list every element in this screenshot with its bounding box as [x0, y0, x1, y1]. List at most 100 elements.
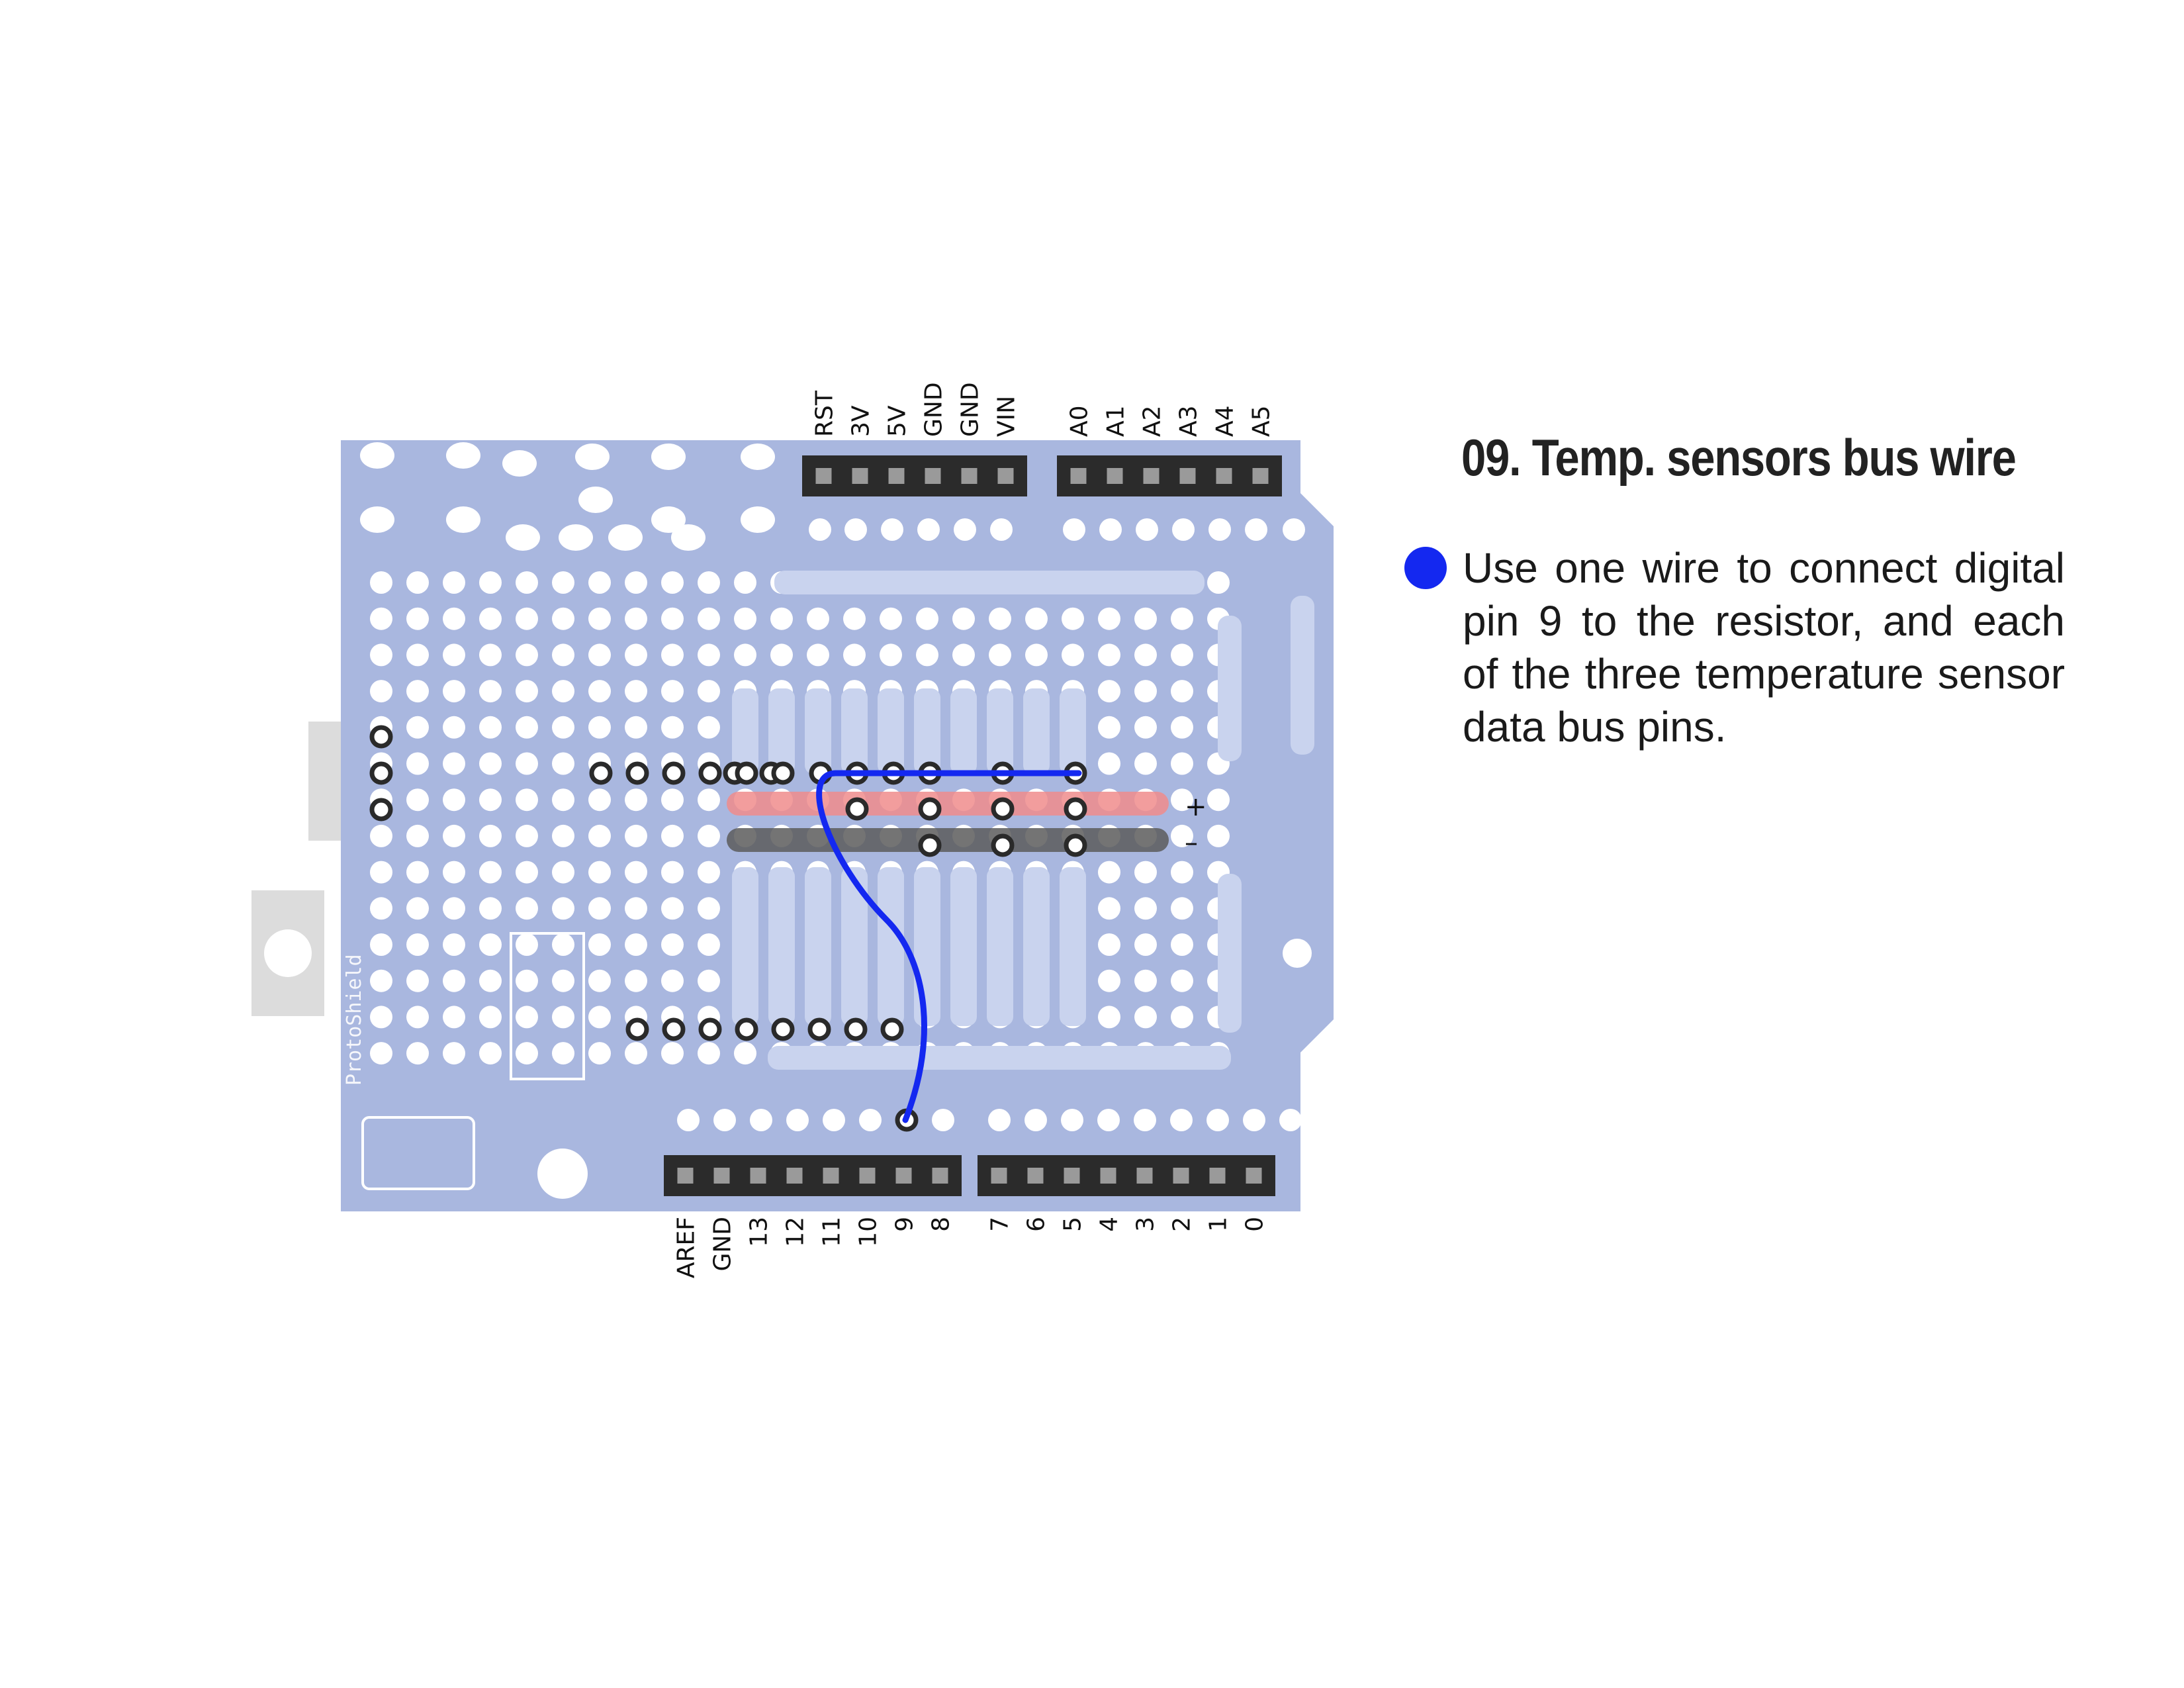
- wire-color-bullet: [1404, 547, 1447, 589]
- analog-pin-label: A4: [1212, 405, 1239, 437]
- proto-hole: [516, 861, 538, 884]
- proto-hole: [406, 1042, 429, 1065]
- strip-slot: [1218, 874, 1242, 1033]
- header-pin: [991, 1168, 1007, 1184]
- header-hole: [881, 518, 903, 541]
- power-pin-label: 3V: [848, 405, 875, 437]
- proto-hole: [698, 643, 720, 667]
- power-pin-label: RST: [811, 390, 839, 437]
- header-hole: [990, 518, 1013, 541]
- proto-hole: [625, 933, 647, 956]
- proto-hole: [625, 607, 647, 630]
- header-pin: [1027, 1168, 1044, 1184]
- proto-hole: [406, 716, 429, 739]
- header-pin: [1216, 468, 1232, 484]
- proto-hole: [1171, 969, 1193, 992]
- proto-hole: [552, 571, 574, 594]
- proto-hole: [1098, 643, 1120, 667]
- proto-hole: [370, 680, 392, 703]
- used-hole: [625, 761, 649, 785]
- proto-hole: [661, 969, 684, 992]
- digital-pin-label: 11: [819, 1217, 846, 1247]
- proto-hole: [443, 861, 465, 884]
- header-pin: [1209, 1168, 1226, 1184]
- proto-hole: [479, 897, 502, 920]
- header-hole: [1279, 1109, 1302, 1131]
- header-hole: [1283, 518, 1305, 541]
- proto-hole: [1207, 571, 1230, 594]
- mounting-hole: [537, 1149, 588, 1199]
- used-hole: [698, 1017, 722, 1041]
- used-hole: [1064, 833, 1087, 857]
- mounting-pad: [506, 524, 540, 551]
- digital-pin-label: 3: [1132, 1217, 1160, 1232]
- proto-hole: [1098, 897, 1120, 920]
- proto-hole: [370, 643, 392, 667]
- proto-hole: [843, 607, 866, 630]
- proto-hole: [479, 933, 502, 956]
- proto-hole: [625, 1042, 647, 1065]
- proto-hole: [916, 607, 938, 630]
- header-hole: [954, 518, 976, 541]
- proto-hole: [443, 680, 465, 703]
- proto-hole: [880, 643, 902, 667]
- proto-hole: [588, 933, 611, 956]
- proto-hole: [1134, 897, 1157, 920]
- pin-headers: [664, 455, 1282, 1196]
- used-hole: [771, 761, 795, 785]
- proto-hole: [1134, 752, 1157, 775]
- proto-hole: [552, 933, 574, 956]
- proto-hole: [625, 897, 647, 920]
- proto-hole: [552, 1006, 574, 1029]
- usb-connector: [308, 722, 341, 841]
- header-pin: [823, 1168, 839, 1184]
- used-hole: [918, 833, 942, 857]
- proto-hole: [1171, 861, 1193, 884]
- strip-slot: [1291, 596, 1314, 755]
- used-hole: [845, 797, 869, 821]
- digital-header-low: [978, 1155, 1275, 1196]
- header-hole: [1170, 1109, 1193, 1131]
- header-pin: [852, 468, 868, 484]
- power-pin-label: VIN: [993, 396, 1021, 437]
- digital-pin-label: 12: [782, 1217, 809, 1247]
- proto-hole: [552, 788, 574, 812]
- proto-hole: [625, 824, 647, 847]
- proto-hole: [734, 643, 756, 667]
- mounting-pad: [741, 444, 775, 470]
- header-pin: [1246, 1168, 1262, 1184]
- used-hole: [771, 1017, 795, 1041]
- proto-hole: [916, 643, 938, 667]
- analog-pin-label: A0: [1066, 405, 1093, 437]
- proto-hole: [479, 643, 502, 667]
- used-hole: [369, 725, 393, 749]
- strip-slot: [1060, 867, 1086, 1026]
- proto-hole: [698, 680, 720, 703]
- power-pin-label: GND: [957, 382, 984, 437]
- proto-hole: [698, 933, 720, 956]
- proto-hole: [661, 571, 684, 594]
- proto-hole: [479, 680, 502, 703]
- proto-hole: [1134, 680, 1157, 703]
- proto-hole: [843, 643, 866, 667]
- power-jack-hole: [264, 929, 312, 977]
- used-hole: [918, 797, 942, 821]
- step-instruction: Use one wire to connect digital pin 9 to…: [1463, 544, 2065, 751]
- used-hole: [807, 1017, 831, 1041]
- proto-hole: [479, 969, 502, 992]
- analog-pin-label: A2: [1139, 405, 1166, 437]
- proto-hole: [479, 571, 502, 594]
- used-hole: [698, 761, 722, 785]
- mounting-pad: [446, 506, 480, 533]
- mounting-pad: [608, 524, 643, 551]
- proto-hole: [952, 607, 975, 630]
- proto-hole: [698, 788, 720, 812]
- proto-hole: [443, 752, 465, 775]
- proto-hole: [1134, 861, 1157, 884]
- proto-hole: [370, 1042, 392, 1065]
- proto-hole: [406, 680, 429, 703]
- proto-hole: [1098, 933, 1120, 956]
- ground-rail: [727, 828, 1169, 852]
- header-pin: [961, 468, 978, 484]
